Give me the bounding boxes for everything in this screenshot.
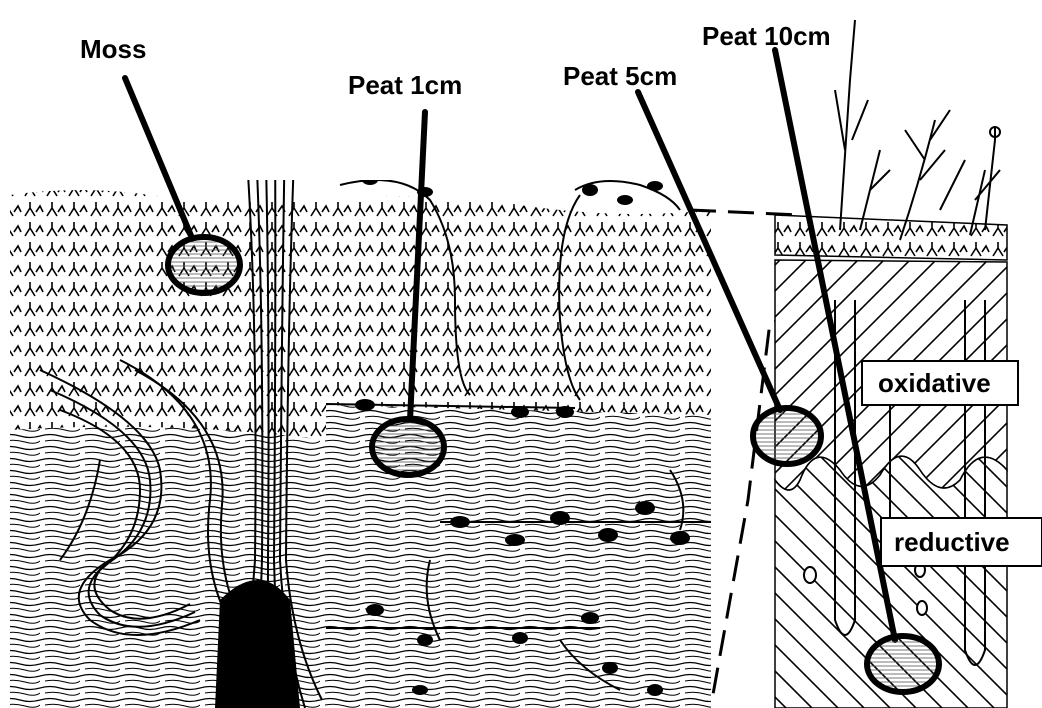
sample-circle-peat-5cm bbox=[753, 408, 821, 464]
oxidative-zone-label: oxidative bbox=[862, 361, 1018, 405]
reductive-text: reductive bbox=[894, 527, 1010, 557]
reductive-zone-label: reductive bbox=[881, 518, 1042, 566]
left-panel-moss-profile bbox=[10, 125, 326, 708]
oxidative-text: oxidative bbox=[878, 368, 991, 398]
label-moss: Moss bbox=[80, 34, 146, 64]
fen-vegetation bbox=[835, 20, 1000, 240]
sample-circle-moss bbox=[168, 237, 240, 293]
label-peat-5cm: Peat 5cm bbox=[563, 61, 677, 91]
sample-circle-peat-1cm bbox=[372, 419, 444, 475]
sample-circle-peat-10cm bbox=[867, 636, 939, 692]
label-peat-1cm: Peat 1cm bbox=[348, 70, 462, 100]
label-peat-10cm: Peat 10cm bbox=[702, 21, 831, 51]
